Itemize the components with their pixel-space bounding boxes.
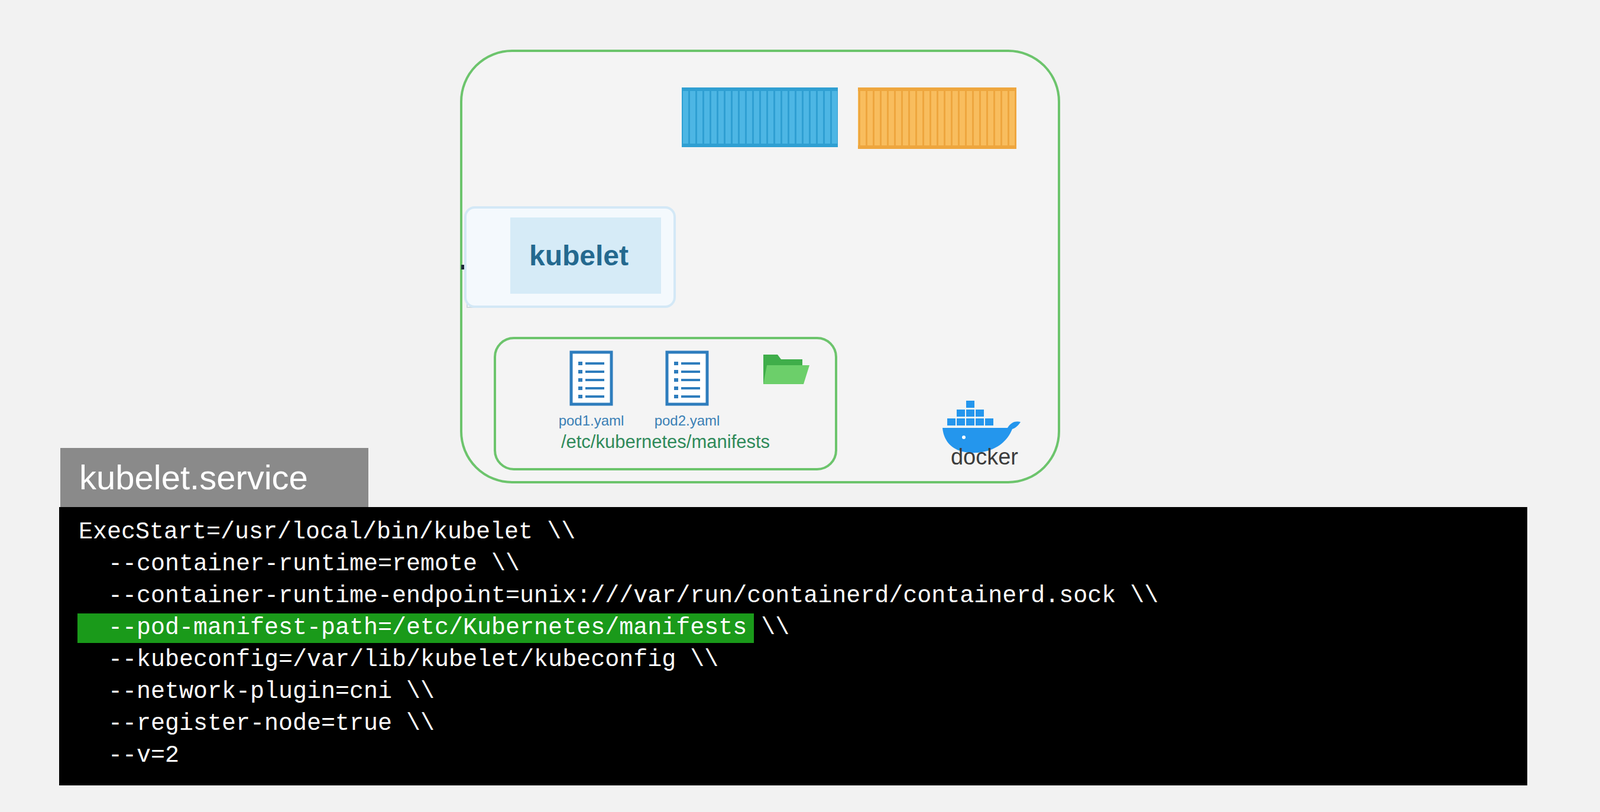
- yaml-file: pod1.yaml: [552, 350, 630, 439]
- yaml-file: pod2.yaml: [648, 350, 726, 439]
- node-outline: [461, 50, 1059, 483]
- code-panel: kubelet.serviceExecStart=/usr/local/bin/…: [59, 507, 1528, 786]
- file-name: pod2.yaml: [642, 412, 732, 430]
- code-line: --pod-manifest-path=/etc/Kubernetes/mani…: [108, 613, 790, 644]
- panel-title: kubelet.service: [79, 448, 350, 508]
- file-name: pod1.yaml: [546, 412, 636, 430]
- code-line: --container-runtime=remote \\: [108, 549, 520, 580]
- code-line: --kubeconfig=/var/lib/kubelet/kubeconfig…: [108, 645, 719, 676]
- code-line: --container-runtime-endpoint=unix:///var…: [108, 581, 1159, 612]
- docker-wordmark: docker: [934, 444, 1035, 471]
- orange-container: [857, 87, 1017, 150]
- blue-container: [681, 87, 838, 148]
- tab-header: kubelet.service: [60, 448, 369, 508]
- kubelet-label: kubelet: [529, 217, 629, 294]
- document-icon: [568, 350, 614, 407]
- code-line: --v=2: [108, 741, 180, 772]
- manifest-folder-box: pod1.yamlpod2.yaml/etc/kubernetes/manife…: [493, 337, 838, 471]
- kubelet-fill: kubelet: [510, 217, 662, 294]
- document-icon: [664, 350, 710, 407]
- folder-path-label: /etc/kubernetes/manifests: [496, 431, 835, 453]
- code-line: ExecStart=/usr/local/bin/kubelet \\: [78, 517, 576, 548]
- code-line: --network-plugin=cni \\: [108, 677, 435, 708]
- code-line: --register-node=true \\: [108, 709, 435, 740]
- folder-icon: [760, 350, 815, 392]
- kubelet-box: kubelet: [464, 206, 676, 309]
